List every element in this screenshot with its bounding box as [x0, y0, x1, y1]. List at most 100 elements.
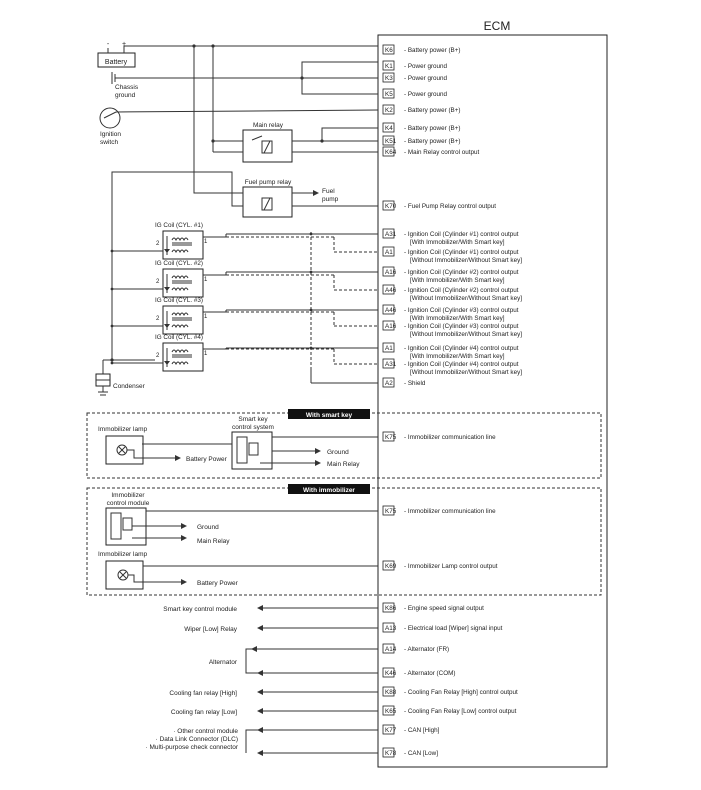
- ecm-pin: K65- Cooling Fan Relay [Low] control out…: [382, 705, 517, 716]
- smart-key-ground: Ground: [327, 449, 349, 456]
- ecm-pin-label: - Ignition Coil (Cylinder #2) control ou…: [404, 287, 519, 294]
- ignition-switch-label-2: switch: [100, 139, 118, 146]
- ecm-pin-label: - Ignition Coil (Cylinder #4) control ou…: [404, 345, 519, 352]
- ecm-pin-label: - Immobilizer communication line: [404, 434, 496, 441]
- immobilizer-module-label-1: Immobilizer: [111, 492, 145, 499]
- ecm-pin-sub: [With Immobilizer/With Smart key]: [410, 277, 505, 284]
- ecm-pin-label: - Ignition Coil (Cylinder #3) control ou…: [404, 307, 519, 314]
- main-relay-label: Main relay: [253, 122, 284, 129]
- smart-key-main-relay: Main Relay: [327, 461, 360, 468]
- battery-plus-sign: +: [122, 41, 126, 48]
- ig-coil: IG Coil (CYL. #4) 1 2: [110, 334, 378, 372]
- ecm-pin-code: K75: [385, 434, 397, 441]
- ext-fan-high: Cooling fan relay [High]: [169, 690, 237, 697]
- immobilizer-lamp-power: Battery Power: [197, 580, 239, 587]
- coil-shield: [310, 232, 378, 384]
- battery: Battery - +: [97, 41, 378, 68]
- ecm-pin-code: K2: [385, 107, 393, 114]
- ext-wiper-relay: Wiper [Low] Relay: [184, 626, 237, 633]
- ecm-pin-code: K86: [385, 605, 397, 612]
- immobilizer-module-label-2: control module: [107, 500, 150, 507]
- ecm-pin-code: A14: [385, 646, 397, 653]
- ig-coil-pin-1: 1: [204, 314, 208, 320]
- chassis-ground-label-2: ground: [115, 92, 136, 99]
- ig-coil: IG Coil (CYL. #1) 1 2: [110, 222, 378, 260]
- ecm-pin-code: A31: [385, 231, 397, 238]
- fuel-pump-label-1: Fuel: [322, 188, 335, 195]
- fuel-pump-label-2: pump: [322, 196, 339, 203]
- chassis-ground: Chassis ground: [111, 61, 378, 99]
- ecm-pin: K46- Alternator (COM): [382, 667, 455, 678]
- ecm-pin-sub: [With Immobilizer/With Smart key]: [410, 353, 505, 360]
- ecm-pin-sub: [Without Immobilizer/Without Smart key]: [410, 331, 522, 338]
- ecm-pin: K4- Battery power (B+): [382, 122, 461, 133]
- smart-key-banner: With smart key: [306, 412, 353, 419]
- ig-coil-label: IG Coil (CYL. #1): [155, 222, 203, 229]
- ecm-pin-code: K65: [385, 708, 397, 715]
- ig-coil-pin-2: 2: [156, 316, 160, 322]
- ecm-pin: A31- Ignition Coil (Cylinder #1) control…: [382, 228, 519, 246]
- ecm-pin-code: A13: [385, 625, 397, 632]
- ecm-pin: K64 - Main Relay control output: [382, 146, 479, 157]
- smart-key-module-label-2: control system: [232, 424, 274, 431]
- smart-key-lamp-label: Immobilizer lamp: [98, 426, 148, 433]
- ecm-pin: A31 - Ignition Coil (Cylinder #4) control…: [382, 358, 522, 376]
- ecm-pin: K75 - Immobilizer communication line: [382, 431, 496, 442]
- ext-smart-key-module: Smart key control module: [163, 606, 237, 613]
- ecm-pin-code: K88: [385, 689, 397, 696]
- ig-coil-pin-1: 1: [204, 351, 208, 357]
- ecm-pin-label: - Main Relay control output: [404, 149, 479, 156]
- ecm-pin-code: K46: [385, 670, 397, 677]
- ecm-pin-code: K5: [385, 91, 393, 98]
- ig-coil-label: IG Coil (CYL. #2): [155, 260, 203, 267]
- ignition-switch: Ignition switch: [99, 107, 379, 146]
- ecm-pin: A13 - Electrical load [Wiper] signal inpu…: [382, 622, 503, 633]
- ecm-pin: A1- Ignition Coil (Cylinder #4) control …: [382, 342, 519, 360]
- immobilizer-banner: With immobilizer: [303, 487, 355, 494]
- ecm-pin-label: - Alternator (FR): [404, 646, 449, 653]
- ecm-pin: A2 - Shield: [382, 377, 426, 388]
- ext-can-target-3: · Multi-purpose check connector: [146, 744, 239, 751]
- ecm-pin: K88- Cooling Fan Relay [High] control ou…: [382, 686, 518, 697]
- ecm-pin-label: - Power ground: [404, 63, 448, 70]
- ig-coil: IG Coil (CYL. #2)12: [110, 260, 378, 298]
- ecm-pin: K2- Battery power (B+): [382, 104, 461, 115]
- ecm-pin-code: K3: [385, 75, 393, 82]
- ig-coil-label: IG Coil (CYL. #4): [155, 334, 203, 341]
- ecm-pin-sub: [Without Immobilizer/Without Smart key]: [410, 295, 522, 302]
- ecm-pin-code: K6: [385, 47, 393, 54]
- smart-key-section: With smart key Immobilizer lamp Battery …: [86, 409, 602, 479]
- ecm-pin: A1- Ignition Coil (Cylinder #1) control …: [382, 246, 522, 264]
- fuel-pump-relay-label: Fuel pump relay: [245, 179, 292, 186]
- ig-coil-pin-1: 1: [204, 239, 208, 245]
- ecm-pin-label: - Ignition Coil (Cylinder #4) control ou…: [404, 361, 519, 368]
- ecm-pin-code: K1: [385, 63, 393, 70]
- ecm-pin-sub: [Without Immobilizer/Without Smart key]: [410, 257, 522, 264]
- ig-coil-pin-2: 2: [156, 241, 160, 247]
- ecm-pin-label: - Power ground: [404, 91, 448, 98]
- main-relay: Main relay: [211, 122, 378, 163]
- ecm-pin: K70- Fuel Pump Relay control output: [382, 200, 496, 211]
- immobilizer-ground: Ground: [197, 524, 219, 531]
- immobilizer-lamp-label: Immobilizer lamp: [98, 551, 148, 558]
- ig-coil-pin-2: 2: [156, 353, 160, 359]
- ecm-pin-code: A46: [385, 307, 397, 314]
- ecm-pin-code: A2: [385, 380, 393, 387]
- ecm-pin-code: A1: [385, 249, 393, 256]
- ecm-pin-code: K69: [385, 563, 397, 570]
- ecm-pin-code: K64: [385, 149, 397, 156]
- ecm-pin-label: - Electrical load [Wiper] signal input: [404, 625, 503, 632]
- ecm-pin: K86- Engine speed signal output: [382, 602, 484, 613]
- ignition-switch-label-1: Ignition: [100, 131, 121, 138]
- ecm-pin: K1 - Power ground: [382, 60, 448, 71]
- ecm-pin-code: K77: [385, 727, 397, 734]
- ecm-pin: K3- Power ground: [382, 72, 448, 83]
- ecm-pin-label: - Shield: [404, 380, 426, 387]
- ig-coil-label: IG Coil (CYL. #3): [155, 297, 203, 304]
- external-outputs: Smart key control module Wiper [Low] Rel…: [146, 605, 378, 756]
- ecm-pin: K77- CAN [High]: [382, 724, 440, 735]
- ecm-pin-code: K4: [385, 125, 393, 132]
- ecm-pin-code: A31: [385, 361, 397, 368]
- ig-coil-pin-1: 1: [204, 277, 208, 283]
